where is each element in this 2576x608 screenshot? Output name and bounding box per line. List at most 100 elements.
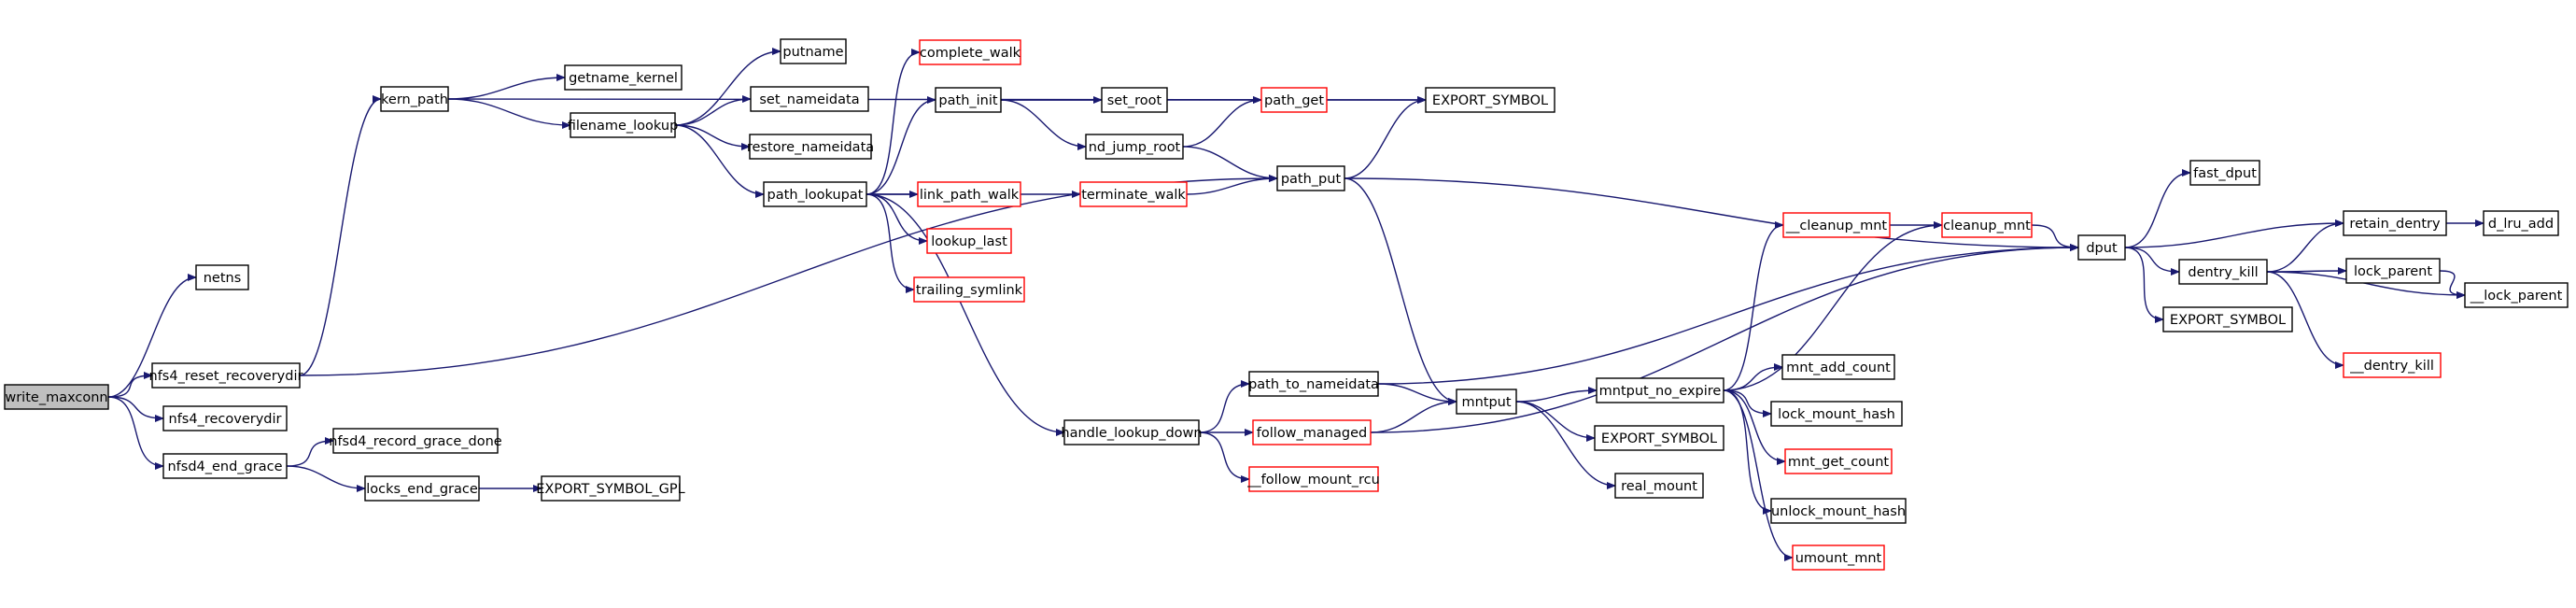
- node-export-symbol-right[interactable]: EXPORT_SYMBOL: [2162, 306, 2293, 332]
- node-path-get[interactable]: path_get: [1260, 87, 1328, 113]
- node-cleanup-mnt[interactable]: cleanup_mnt: [1941, 212, 2033, 238]
- node-box: [1596, 377, 1724, 403]
- node-filename-lookup[interactable]: filename_lookup: [568, 112, 679, 138]
- node-lock-parent[interactable]: lock_parent: [2345, 258, 2441, 284]
- node-label: path_put: [1281, 172, 1342, 187]
- node-terminate-walk[interactable]: terminate_walk: [1079, 181, 1188, 207]
- node-nfsd4-end-grace[interactable]: nfsd4_end_grace: [162, 453, 288, 479]
- node-label: nfsd4_end_grace: [167, 460, 282, 474]
- node-dentry-kill[interactable]: __dentry_kill: [2343, 352, 2442, 378]
- node-retain-dentry[interactable]: retain_dentry: [2343, 210, 2447, 236]
- node-label: write_maxconn: [5, 390, 107, 405]
- node-cleanup-mnt[interactable]: __cleanup_mnt: [1782, 212, 1891, 238]
- node-real-mount[interactable]: real_mount: [1614, 473, 1704, 499]
- edge-handle-lookup-down-to-path-to-nameidata: [1198, 380, 1250, 433]
- edge-terminate-walk-to-path-put: [1186, 175, 1278, 195]
- node-netns[interactable]: netns: [195, 264, 249, 290]
- node-box: [1594, 425, 1724, 451]
- node-box: [1252, 419, 1372, 445]
- edge-mntput-to-mntput-no-expire: [1515, 387, 1598, 403]
- node-label: set_root: [1107, 93, 1162, 108]
- node-path-put[interactable]: path_put: [1276, 165, 1345, 191]
- node-box: [1260, 87, 1328, 113]
- node-label: trailing_symlink: [916, 283, 1023, 298]
- node-label: handle_lookup_down: [1061, 426, 1202, 441]
- node-box: [935, 87, 1002, 113]
- node-path-lookupat[interactable]: path_lookupat: [763, 181, 867, 207]
- node-label: nd_jump_root: [1089, 140, 1181, 155]
- node-lookup-last[interactable]: lookup_last: [926, 228, 1012, 254]
- node-path-init[interactable]: path_init: [935, 87, 1002, 113]
- node-label: link_path_walk: [920, 188, 1020, 203]
- node-export-symbol-mid[interactable]: EXPORT_SYMBOL: [1594, 425, 1724, 451]
- node-set-root[interactable]: set_root: [1101, 87, 1168, 113]
- node-export-symbol-gpl[interactable]: EXPORT_SYMBOL_GPL: [536, 475, 685, 502]
- edge-path-lookupat-to-trailing-symlink: [866, 193, 915, 293]
- node-mntput-no-expire[interactable]: mntput_no_expire: [1596, 377, 1724, 403]
- node-box: [780, 38, 847, 64]
- node-box: [1941, 212, 2033, 238]
- node-box: [1792, 544, 1885, 571]
- node-putname[interactable]: putname: [780, 38, 847, 64]
- node-box: [1248, 466, 1379, 492]
- node-mnt-get-count[interactable]: mnt_get_count: [1784, 448, 1893, 474]
- node-label: putname: [782, 45, 843, 60]
- node-box: [2345, 258, 2441, 284]
- node-label: mntput_no_expire: [1599, 384, 1722, 399]
- node-box: [1248, 371, 1379, 397]
- node-label: restore_nameidata: [747, 140, 874, 155]
- node-lock-mount-hash[interactable]: lock_mount_hash: [1770, 401, 1903, 427]
- node-box: [1101, 87, 1168, 113]
- node-box: [2077, 234, 2126, 261]
- node-unlock-mount-hash[interactable]: unlock_mount_hash: [1770, 498, 1907, 524]
- node-nd-jump-root[interactable]: nd_jump_root: [1085, 134, 1184, 160]
- node-nfsd4-record-grace-done[interactable]: nfsd4_record_grace_done: [329, 428, 502, 454]
- node-label: complete_walk: [920, 46, 1021, 61]
- node-restore-nameidata[interactable]: restore_nameidata: [747, 134, 874, 160]
- node-mntput[interactable]: mntput: [1456, 389, 1517, 415]
- node-dput[interactable]: dput: [2077, 234, 2126, 261]
- node-box: [162, 453, 288, 479]
- node-export-symbol-top[interactable]: EXPORT_SYMBOL: [1425, 87, 1555, 113]
- node-label: mnt_get_count: [1788, 455, 1890, 470]
- node-write-maxconn[interactable]: write_maxconn: [4, 384, 109, 410]
- node-label: locks_end_grace: [366, 482, 478, 497]
- node-label: getname_kernel: [569, 71, 678, 86]
- edge-path-lookupat-to-handle-lookup-down: [866, 193, 1065, 436]
- node-label: lookup_last: [931, 234, 1007, 249]
- node-follow-mount-rcu[interactable]: __follow_mount_rcu: [1246, 466, 1380, 492]
- edge-mntput-no-expire-to-cleanup-mnt: [1723, 221, 1943, 391]
- node-label: mnt_add_count: [1786, 361, 1891, 375]
- node-kern-path[interactable]: kern_path: [380, 86, 449, 112]
- node-fast-dput[interactable]: fast_dput: [2189, 160, 2260, 186]
- node-handle-lookup-down[interactable]: handle_lookup_down: [1061, 419, 1203, 445]
- edge-filename-lookup-to-restore-nameidata: [674, 124, 751, 150]
- node-trailing-symlink[interactable]: trailing_symlink: [913, 276, 1025, 303]
- node-set-nameidata[interactable]: set_nameidata: [750, 86, 869, 112]
- node-box: [564, 64, 683, 91]
- node-d-lru-add[interactable]: d_lru_add: [2483, 210, 2559, 236]
- node-box: [2483, 210, 2559, 236]
- node-follow-managed[interactable]: follow_managed: [1252, 419, 1372, 445]
- node-box: [1425, 87, 1555, 113]
- node-umount-mnt[interactable]: umount_mnt: [1792, 544, 1885, 571]
- node-locks-end-grace[interactable]: locks_end_grace: [364, 475, 480, 502]
- node-label: mntput: [1461, 395, 1511, 410]
- node-link-path-walk[interactable]: link_path_walk: [917, 181, 1021, 207]
- edge-path-to-nameidata-to-dput: [1377, 244, 2079, 385]
- node-getname-kernel[interactable]: getname_kernel: [564, 64, 683, 91]
- node-nfs4-recoverydir[interactable]: nfs4_recoverydir: [162, 405, 288, 431]
- node-dentry-kill[interactable]: dentry_kill: [2178, 259, 2268, 285]
- node-lock-parent[interactable]: __lock_parent: [2464, 282, 2569, 308]
- edge-cleanup-mnt-to-dput: [2031, 224, 2079, 251]
- node-path-to-nameidata[interactable]: path_to_nameidata: [1248, 371, 1379, 397]
- edge-dput-to-export-symbol-right: [2124, 247, 2164, 323]
- node-box: [380, 86, 449, 112]
- edge-write-maxconn-to-nfs4-reset-recoverydir: [107, 372, 153, 398]
- node-complete-walk[interactable]: complete_walk: [919, 39, 1021, 65]
- node-nfs4-reset-recoverydir[interactable]: nfs4_reset_recoverydir: [149, 362, 303, 389]
- edge-path-to-nameidata-to-mntput: [1377, 383, 1457, 405]
- node-mnt-add-count[interactable]: mnt_add_count: [1781, 354, 1895, 380]
- edge-follow-managed-to-mntput: [1370, 398, 1457, 433]
- node-box: [1782, 212, 1891, 238]
